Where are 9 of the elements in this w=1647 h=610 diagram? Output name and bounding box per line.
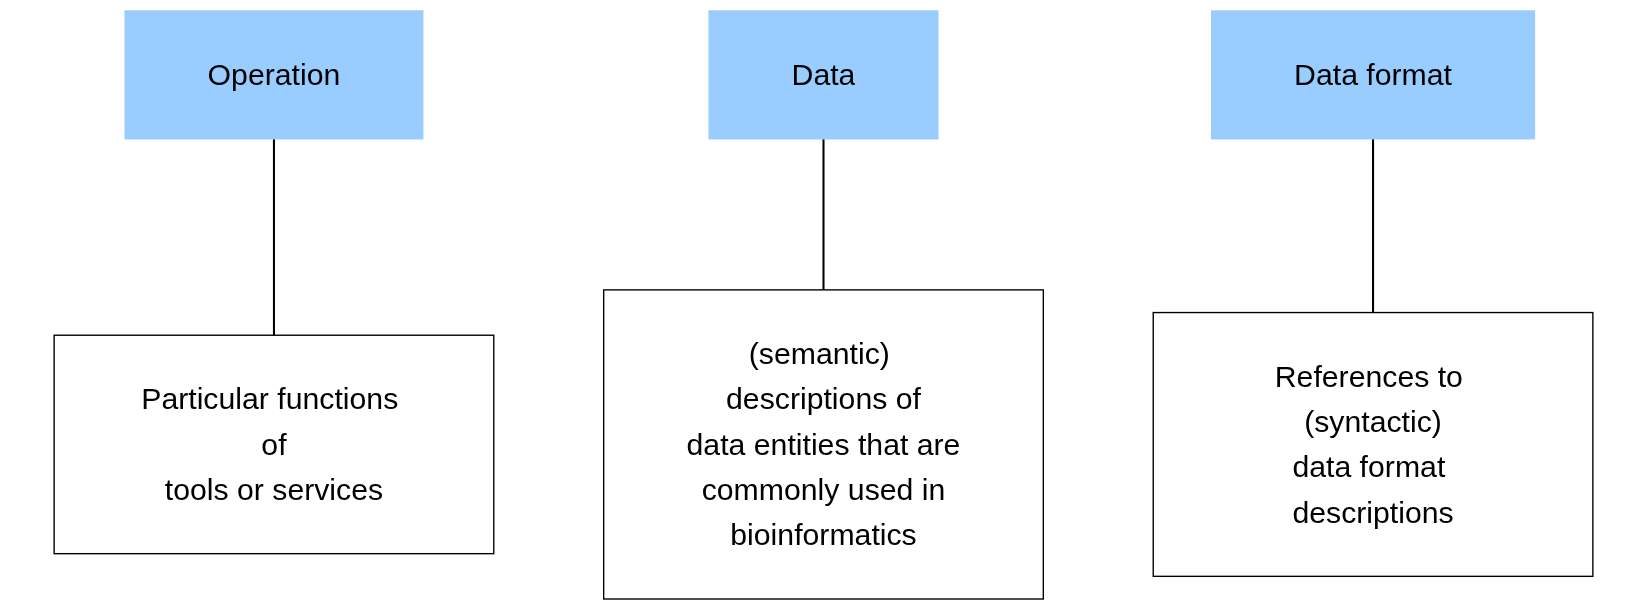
node-box: References to (syntactic) data format descriptions — [1152, 311, 1594, 578]
node-box: (semantic) descriptions of data entities that are commonly used in bioinformatics — [603, 289, 1044, 600]
node-box: Operation — [124, 10, 424, 140]
node-box: Data format — [1210, 10, 1536, 140]
connector — [1372, 138, 1375, 313]
connector — [272, 138, 275, 336]
node-box: Data — [708, 10, 939, 140]
node-box: Particular functions of tools or services — [53, 334, 495, 555]
connector — [822, 138, 825, 290]
